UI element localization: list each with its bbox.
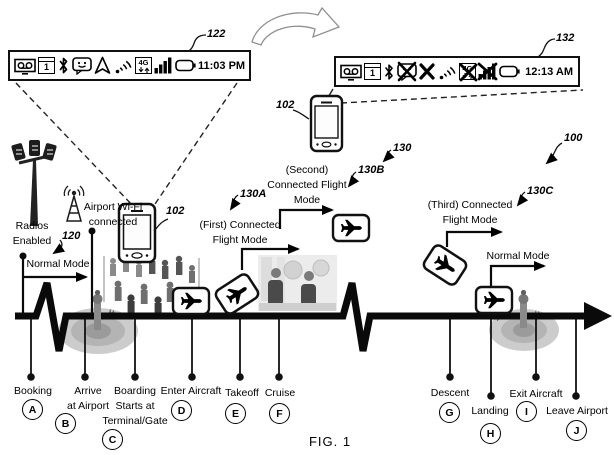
event-circle-F: F bbox=[269, 403, 290, 424]
gps-disabled-icon bbox=[419, 63, 435, 80]
airplane-mode-icon-enter-aircraft bbox=[173, 288, 209, 314]
voicemail-icon bbox=[340, 63, 362, 81]
wireless-signal-icon bbox=[113, 56, 133, 75]
normal-mode-left-label: Normal Mode bbox=[26, 257, 89, 272]
third-cfm-label: (Third) Connected Flight Mode bbox=[428, 198, 513, 228]
airplane-mode-icon-landing bbox=[476, 287, 512, 313]
ref-122: 122 bbox=[207, 28, 225, 40]
event-circle-J: J bbox=[566, 420, 587, 441]
status-bar-normal: 1 4G 11:03 PM bbox=[8, 50, 251, 81]
4g-data-icon: 4G bbox=[135, 57, 152, 74]
event-circle-G: G bbox=[439, 402, 460, 423]
status-bar-flight-mode: 1 4G 12:13 AM bbox=[334, 56, 580, 87]
smartphone-right bbox=[311, 96, 342, 151]
battery-icon bbox=[175, 59, 196, 72]
ref-100: 100 bbox=[564, 132, 582, 144]
event-circle-B: B bbox=[55, 413, 76, 434]
event-label-booking: Booking bbox=[14, 384, 52, 399]
timeline-arrowhead bbox=[584, 302, 612, 330]
figure-caption: FIG. 1 bbox=[309, 434, 351, 449]
airport-wifi-label: Airport Wi-Fi connected bbox=[84, 200, 142, 230]
event-label-takeoff: Takeoff bbox=[225, 386, 259, 401]
4g-disabled-icon: 4G bbox=[459, 63, 476, 80]
signal-bars-icon bbox=[154, 57, 173, 74]
calendar-day: 1 bbox=[44, 62, 49, 73]
event-label-boarding-starts: Boarding Starts at Terminal/Gate bbox=[102, 384, 167, 429]
transition-arrow bbox=[252, 8, 339, 45]
event-circle-H: H bbox=[480, 423, 501, 444]
event-label-enter-aircraft: Enter Aircraft bbox=[161, 384, 222, 399]
airplane-mode-icon-cruise bbox=[333, 215, 369, 241]
ref-130C: 130C bbox=[527, 185, 553, 197]
chat-icon bbox=[72, 56, 92, 75]
second-cfm-label: (Second) Connected Flight Mode bbox=[267, 163, 346, 208]
event-label-exit-aircraft: Exit Aircraft bbox=[509, 387, 562, 402]
ref-102-right: 102 bbox=[276, 99, 294, 111]
ref-132: 132 bbox=[556, 32, 574, 44]
airplane-mode-icon-descent bbox=[422, 243, 469, 286]
event-label-cruise: Cruise bbox=[265, 386, 295, 401]
event-label-descent: Descent bbox=[431, 386, 470, 401]
event-circle-D: D bbox=[171, 400, 192, 421]
antenna-icon bbox=[64, 186, 83, 221]
calendar-day: 1 bbox=[370, 68, 375, 79]
ref-130B: 130B bbox=[358, 164, 384, 176]
ref-120: 120 bbox=[62, 230, 80, 242]
bluetooth-icon bbox=[57, 56, 70, 75]
airplane-mode-icon-takeoff bbox=[214, 272, 261, 315]
event-label-leave-airport: Leave Airport bbox=[546, 404, 608, 419]
event-label-landing: Landing bbox=[471, 404, 508, 419]
ref-102-left: 102 bbox=[166, 205, 184, 217]
normal-mode-right-label: Normal Mode bbox=[486, 249, 549, 264]
event-circle-C: C bbox=[102, 429, 123, 450]
calendar-icon: 1 bbox=[364, 63, 381, 80]
event-circle-A: A bbox=[22, 399, 43, 420]
gps-icon bbox=[94, 56, 111, 75]
bluetooth-icon bbox=[383, 63, 395, 81]
radios-enabled-label: Radios Enabled bbox=[13, 219, 52, 249]
calendar-icon: 1 bbox=[38, 57, 55, 74]
4g-label: 4G bbox=[138, 59, 148, 67]
cell-tower-icon bbox=[11, 140, 57, 226]
wireless-signal-icon bbox=[437, 62, 457, 81]
voicemail-icon bbox=[14, 57, 36, 75]
airport-tower-left bbox=[93, 290, 103, 330]
ref-130A: 130A bbox=[240, 188, 266, 200]
event-circle-E: E bbox=[225, 403, 246, 424]
event-circle-I: I bbox=[516, 401, 537, 422]
battery-icon bbox=[499, 65, 520, 78]
ref-130: 130 bbox=[393, 142, 411, 154]
airport-tower-right bbox=[519, 290, 529, 328]
cabin-interior-image bbox=[258, 255, 337, 311]
clock-time: 12:13 AM bbox=[525, 66, 574, 78]
signal-bars-disabled-icon bbox=[478, 63, 497, 80]
clock-time: 11:03 PM bbox=[198, 60, 246, 72]
chat-disabled-icon bbox=[397, 62, 417, 81]
first-cfm-label: (First) Connected Flight Mode bbox=[199, 218, 280, 248]
